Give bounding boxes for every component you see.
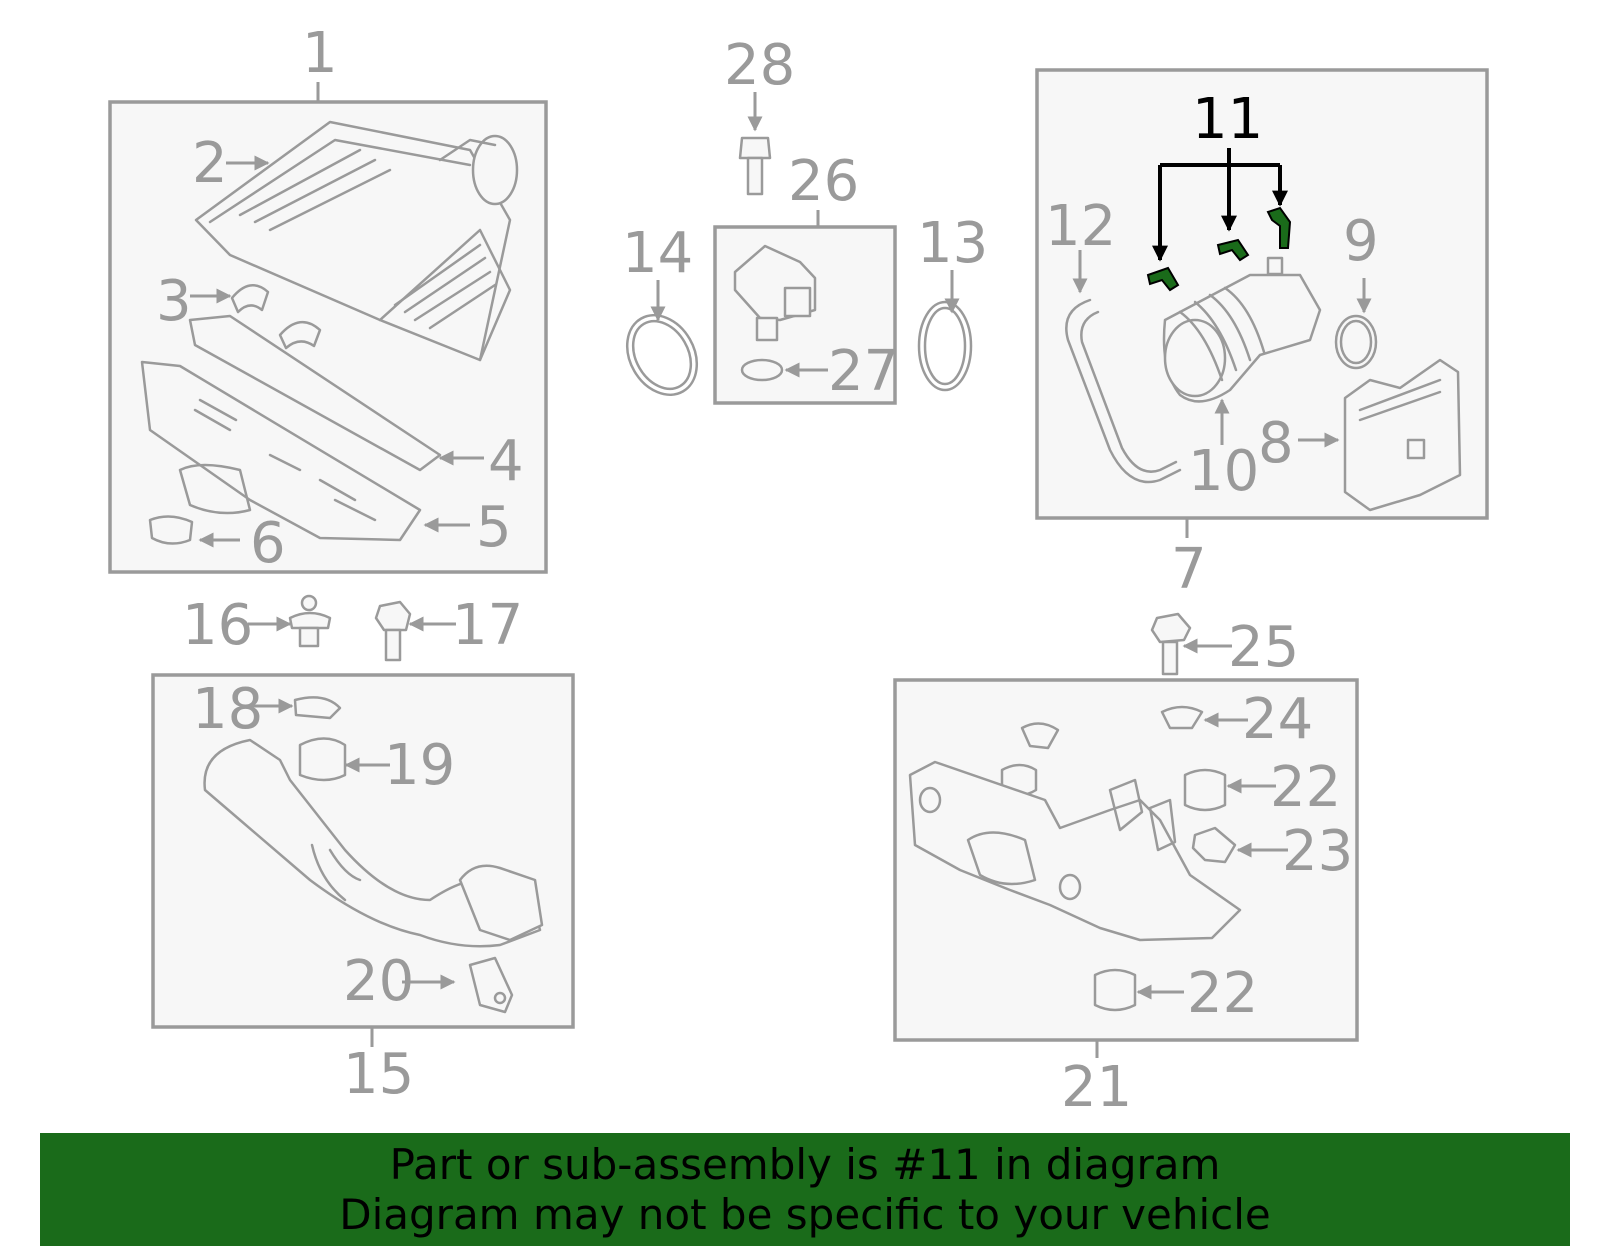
callout-8: 8: [1258, 411, 1294, 476]
callout-18: 18: [192, 677, 263, 742]
banner-line-1: Part or sub-assembly is #11 in diagram: [389, 1140, 1221, 1189]
assembly-box-7: [1035, 68, 1489, 538]
callout-labels: 1 2 3 4 5 6 7 8 9 10 11 12 13 14 15 16 1…: [156, 21, 1379, 1120]
highlighted-part-11a: [1146, 266, 1180, 292]
callout-14: 14: [622, 221, 693, 286]
callout-22b: 22: [1187, 961, 1258, 1026]
callout-24: 24: [1242, 687, 1313, 752]
callout-12: 12: [1045, 194, 1116, 259]
callout-10: 10: [1188, 439, 1259, 504]
callout-19: 19: [384, 733, 455, 798]
fasteners-16-17: [248, 594, 456, 662]
callout-6: 6: [250, 511, 286, 576]
banner-line-2: Diagram may not be specific to your vehi…: [339, 1190, 1271, 1239]
sensor-group-26: [713, 92, 897, 405]
callout-13: 13: [917, 211, 988, 276]
callout-7: 7: [1171, 537, 1207, 602]
highlighted-part-11c: [1266, 206, 1292, 249]
assembly-box-1: [108, 82, 548, 574]
callout-4: 4: [488, 429, 524, 494]
callout-21: 21: [1061, 1055, 1132, 1120]
callout-2: 2: [192, 131, 228, 196]
callout-25: 25: [1228, 615, 1299, 680]
callout-9: 9: [1343, 209, 1379, 274]
assembly-box-21: [893, 678, 1359, 1058]
callout-26: 26: [788, 149, 859, 214]
clamp-13: [917, 270, 973, 392]
callout-16: 16: [182, 593, 253, 658]
callout-5: 5: [476, 495, 512, 560]
callout-3: 3: [156, 269, 192, 334]
callout-17: 17: [452, 593, 523, 658]
callout-22a: 22: [1270, 755, 1341, 820]
callout-11: 11: [1192, 87, 1263, 152]
callout-20: 20: [343, 949, 414, 1014]
callout-1: 1: [302, 21, 338, 86]
callout-27: 27: [828, 339, 899, 404]
callout-23: 23: [1282, 819, 1353, 884]
highlighted-part-11b: [1216, 238, 1250, 262]
assembly-box-15: [151, 673, 575, 1047]
callout-15: 15: [343, 1042, 414, 1107]
bolt-25: [1150, 612, 1232, 676]
clamp-14: [625, 280, 699, 396]
callout-28: 28: [724, 33, 795, 98]
info-banner: Part or sub-assembly is #11 in diagram D…: [40, 1133, 1570, 1246]
